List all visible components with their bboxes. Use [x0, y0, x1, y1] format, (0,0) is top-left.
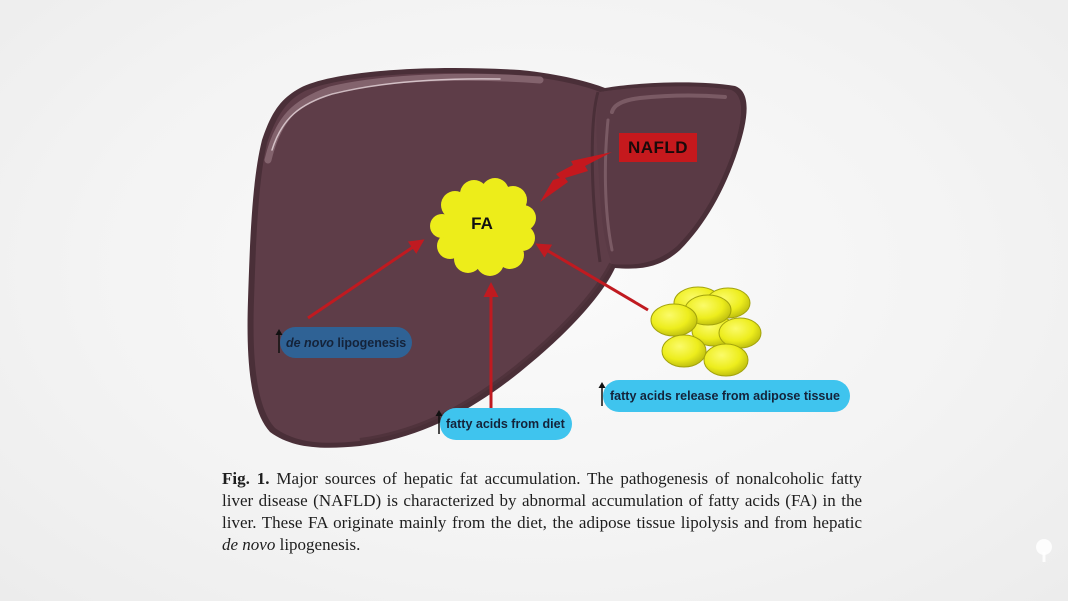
- right-lobe-highlight: [610, 93, 727, 114]
- adipose-cells: [650, 286, 762, 377]
- caption-italic: de novo: [222, 535, 276, 554]
- caption-text-2: lipogenesis.: [275, 535, 361, 554]
- tree-watermark-icon: [1036, 539, 1052, 562]
- de-novo-lipogenesis-label: de novo lipogenesis: [275, 327, 412, 358]
- arrow-de-novo: [307, 239, 425, 320]
- fa-cloud: [430, 178, 536, 276]
- fa-label: FA: [471, 214, 493, 233]
- lightning-icon: [540, 152, 612, 202]
- figure-caption: Fig. 1. Major sources of hepatic fat acc…: [222, 468, 862, 556]
- fatty-acids-diet-label: fatty acids from diet: [435, 408, 572, 440]
- liver-right-lobe: [596, 86, 742, 265]
- arrow-adipose: [535, 243, 649, 312]
- right-lobe-edge-highlight: [603, 118, 614, 252]
- fatty-acids-adipose-label: fatty acids release from adipose tissue: [598, 380, 850, 412]
- figure-number: Fig. 1.: [222, 469, 270, 488]
- adipose-text: fatty acids release from adipose tissue: [610, 389, 840, 403]
- de-novo-text: de novo lipogenesis: [286, 335, 407, 350]
- diet-text: fatty acids from diet: [446, 417, 565, 431]
- liver-bottom-shade: [359, 262, 615, 444]
- liver-highlight: [264, 73, 544, 164]
- up-arrow-icon: [435, 410, 443, 434]
- up-arrow-icon: [275, 329, 283, 353]
- up-arrow-icon: [598, 382, 606, 406]
- nafld-label: NAFLD: [619, 133, 697, 162]
- caption-text-1: Major sources of hepatic fat accumulatio…: [222, 469, 862, 532]
- liver-shine: [271, 78, 501, 151]
